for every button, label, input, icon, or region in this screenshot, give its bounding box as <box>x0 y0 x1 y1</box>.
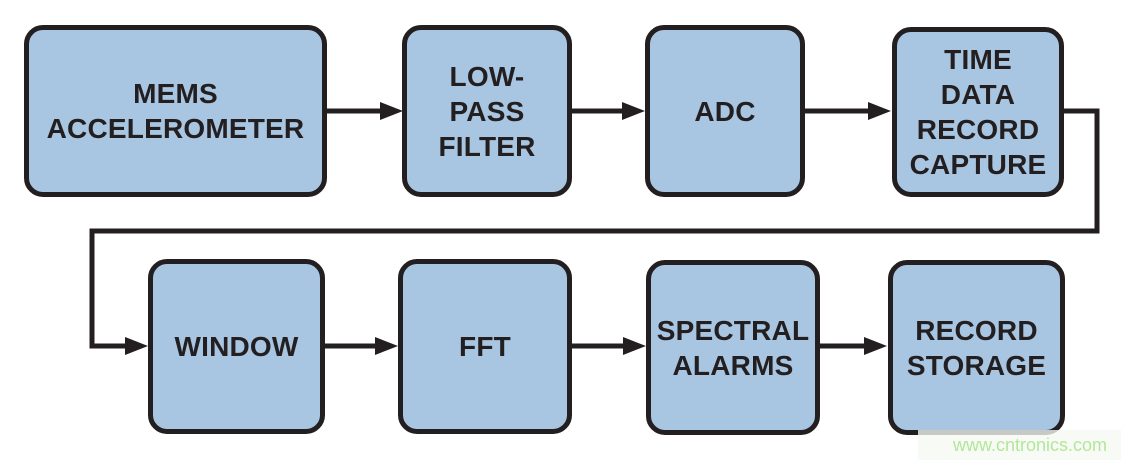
watermark-text: www.cntronics.com <box>952 435 1107 455</box>
block-spectral-alarms: SPECTRAL ALARMS <box>646 260 820 435</box>
arrow-mems-to-lowpass <box>327 102 403 120</box>
block-label-adc: ADC <box>694 95 756 127</box>
block-label-mems-accelerometer: MEMS ACCELEROMETER <box>46 78 305 144</box>
connector-timecapture-to-window <box>89 108 1100 355</box>
block-low-pass-filter: LOW- PASS FILTER <box>402 25 572 197</box>
arrow-lowpass-to-adc <box>572 102 645 120</box>
arrow-spectral-to-recordstorage <box>820 337 887 355</box>
block-window: WINDOW <box>148 259 325 434</box>
block-label-low-pass-filter: LOW- PASS FILTER <box>438 60 536 162</box>
block-label-fft: FFT <box>459 331 511 362</box>
block-record-storage: RECORD STORAGE <box>888 260 1065 435</box>
block-mems-accelerometer: MEMS ACCELEROMETER <box>24 25 327 197</box>
block-time-data-record-capture: TIME DATA RECORD CAPTURE <box>892 27 1064 197</box>
block-label-window: WINDOW <box>174 331 299 362</box>
arrow-fft-to-spectral <box>572 337 646 355</box>
block-label-record-storage: RECORD STORAGE <box>906 314 1047 381</box>
block-adc: ADC <box>645 25 805 197</box>
arrow-window-to-fft <box>325 337 398 355</box>
block-fft: FFT <box>398 259 572 434</box>
block-label-time-data-record-capture: TIME DATA RECORD CAPTURE <box>909 44 1047 180</box>
block-label-spectral-alarms: SPECTRAL ALARMS <box>656 314 810 381</box>
arrow-adc-to-timecapture <box>805 102 891 120</box>
watermark: www.cntronics.com <box>918 430 1121 460</box>
